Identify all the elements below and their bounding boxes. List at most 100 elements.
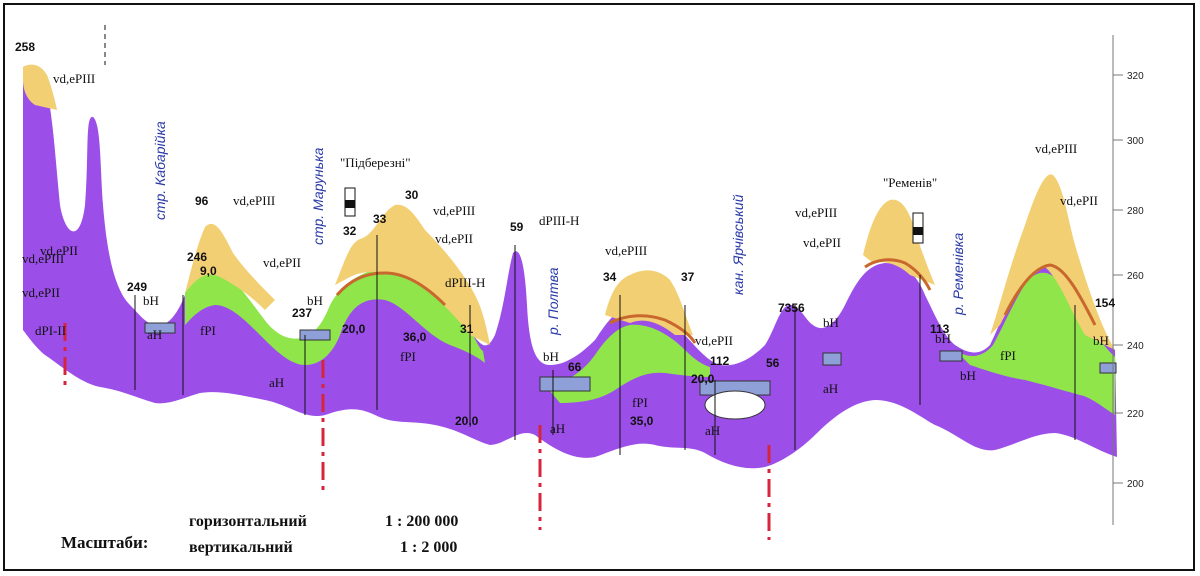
layer-label: vd,ePIII	[1035, 141, 1077, 156]
scale-vertical-value: 1 : 2 000	[400, 539, 458, 556]
elevation-number: 32	[343, 224, 357, 238]
layer-label: vd,ePIII	[605, 243, 647, 258]
soil-line-4	[1003, 263, 1097, 326]
elevation-number: 96	[195, 194, 209, 208]
layer-label: vd,ePII	[803, 235, 841, 250]
alluvium-6	[939, 350, 963, 362]
elevation-number: 59	[510, 220, 524, 234]
layer-label: vd,ePIII	[433, 203, 475, 218]
layer-label: vd,ePII	[435, 231, 473, 246]
axis-tick-label: 300	[1127, 136, 1144, 147]
elevation-number: 35,0	[630, 414, 654, 428]
layer-label: aH	[269, 375, 284, 390]
layer-label: vd,ePIII	[22, 251, 64, 266]
layer-label: bH	[1093, 333, 1109, 348]
village-label: "Підберезні"	[340, 155, 411, 170]
layer-label: vd,ePII	[695, 333, 733, 348]
layer-label: vd,ePII	[40, 243, 78, 258]
axis-tick-label: 320	[1127, 71, 1144, 82]
layer-label: vd,ePII	[1060, 193, 1098, 208]
layer-label: dPI-II	[35, 323, 66, 338]
soil-line-1	[335, 271, 447, 307]
village-marker-1b	[345, 200, 355, 208]
elevation-number: 154	[1095, 296, 1115, 310]
elevation-number: 112	[710, 354, 730, 368]
axis-tick-label: 240	[1127, 341, 1144, 352]
layer-label: aH	[705, 423, 720, 438]
layer-label: vd,ePIII	[795, 205, 837, 220]
scale-title: Масштаби:	[61, 533, 149, 552]
loess-cap-3	[335, 204, 490, 345]
loess-cap-1	[23, 64, 57, 110]
elevation-number: 20,0	[455, 414, 479, 428]
geological-profile: 320 300 280 260 240 220 200 "Підберезні" "Ремен…	[3, 3, 1195, 571]
elevation-number: 31	[460, 322, 474, 336]
layer-label: vd,ePIII	[53, 71, 95, 86]
village-label: "Ременів"	[883, 175, 937, 190]
layer-label: dPIII-H	[539, 213, 579, 228]
elevation-number: 34	[603, 270, 617, 284]
layer-label: vd,ePII	[263, 255, 301, 270]
elevation-number: 33	[373, 212, 387, 226]
elevation-number: 237	[292, 306, 312, 320]
layer-label: aH	[147, 327, 162, 342]
axis-tick-label: 200	[1127, 479, 1144, 490]
elevation-number: 66	[568, 360, 582, 374]
elevation-number: 113	[930, 322, 950, 336]
river-label: р. Ременівка	[950, 233, 966, 316]
layer-label: aH	[550, 421, 565, 436]
soil-line-3	[864, 258, 932, 291]
layer-label: bH	[543, 349, 559, 364]
scale-horizontal-label: горизонтальний	[189, 513, 307, 530]
river-label: кан. Ярчівський	[730, 194, 746, 295]
axis-tick-label: 260	[1127, 271, 1144, 282]
alluvium-1	[144, 322, 176, 334]
layer-label: fPI	[400, 349, 416, 364]
layer-label: aH	[823, 381, 838, 396]
scale-horizontal-value: 1 : 200 000	[385, 513, 459, 530]
alluvium-2	[299, 329, 331, 341]
bedrock-layer	[23, 65, 1117, 469]
elevation-number: 246	[187, 250, 207, 264]
elevation-number: 9,0	[200, 264, 217, 278]
alluvium-7	[1099, 362, 1117, 374]
drill-lines	[63, 323, 771, 540]
soil-line-2	[609, 314, 697, 344]
alluvium-3	[539, 376, 591, 392]
loess-cap-4	[605, 270, 693, 335]
elevation-number: 20,0	[342, 322, 366, 336]
scale-vertical-label: вертикальний	[189, 539, 293, 556]
layer-label: dPIII-H	[445, 275, 485, 290]
axis-tick-label: 280	[1127, 206, 1144, 217]
layer-label: bH	[143, 293, 159, 308]
village-marker-2b	[913, 227, 923, 235]
river-label: р. Полтва	[545, 267, 561, 336]
sand-lens	[704, 390, 766, 420]
sandy-layer	[185, 265, 485, 365]
layer-label: vd,ePIII	[233, 193, 275, 208]
river-label: стр. Кабарійка	[152, 121, 168, 220]
elevation-number: 258	[15, 40, 35, 54]
axis-tick-label: 220	[1127, 409, 1144, 420]
alluvium-5	[822, 352, 842, 366]
elevation-number: 37	[681, 270, 695, 284]
layer-label: fPI	[1000, 348, 1016, 363]
layer-label: bH	[307, 293, 323, 308]
layer-label: bH	[935, 331, 951, 346]
elevation-number: 7356	[778, 301, 805, 315]
elevation-number: 36,0	[403, 330, 427, 344]
loess-cap-5	[863, 199, 935, 285]
layer-label: fPI	[632, 395, 648, 410]
elevation-number: 56	[766, 356, 780, 370]
elevation-number: 20,0	[691, 372, 715, 386]
elevation-number: 30	[405, 188, 419, 202]
layer-label: bH	[823, 315, 839, 330]
loess-cap-2	[185, 223, 275, 310]
boreholes	[134, 235, 1076, 455]
layer-label: fPI	[200, 323, 216, 338]
river-label: стр. Марунька	[310, 147, 326, 245]
layer-label: vd,ePII	[22, 285, 60, 300]
elevation-number: 249	[127, 280, 147, 294]
profile-svg: 320 300 280 260 240 220 200 "Підберезні" "Ремен…	[15, 25, 1144, 540]
layer-label: bH	[960, 368, 976, 383]
